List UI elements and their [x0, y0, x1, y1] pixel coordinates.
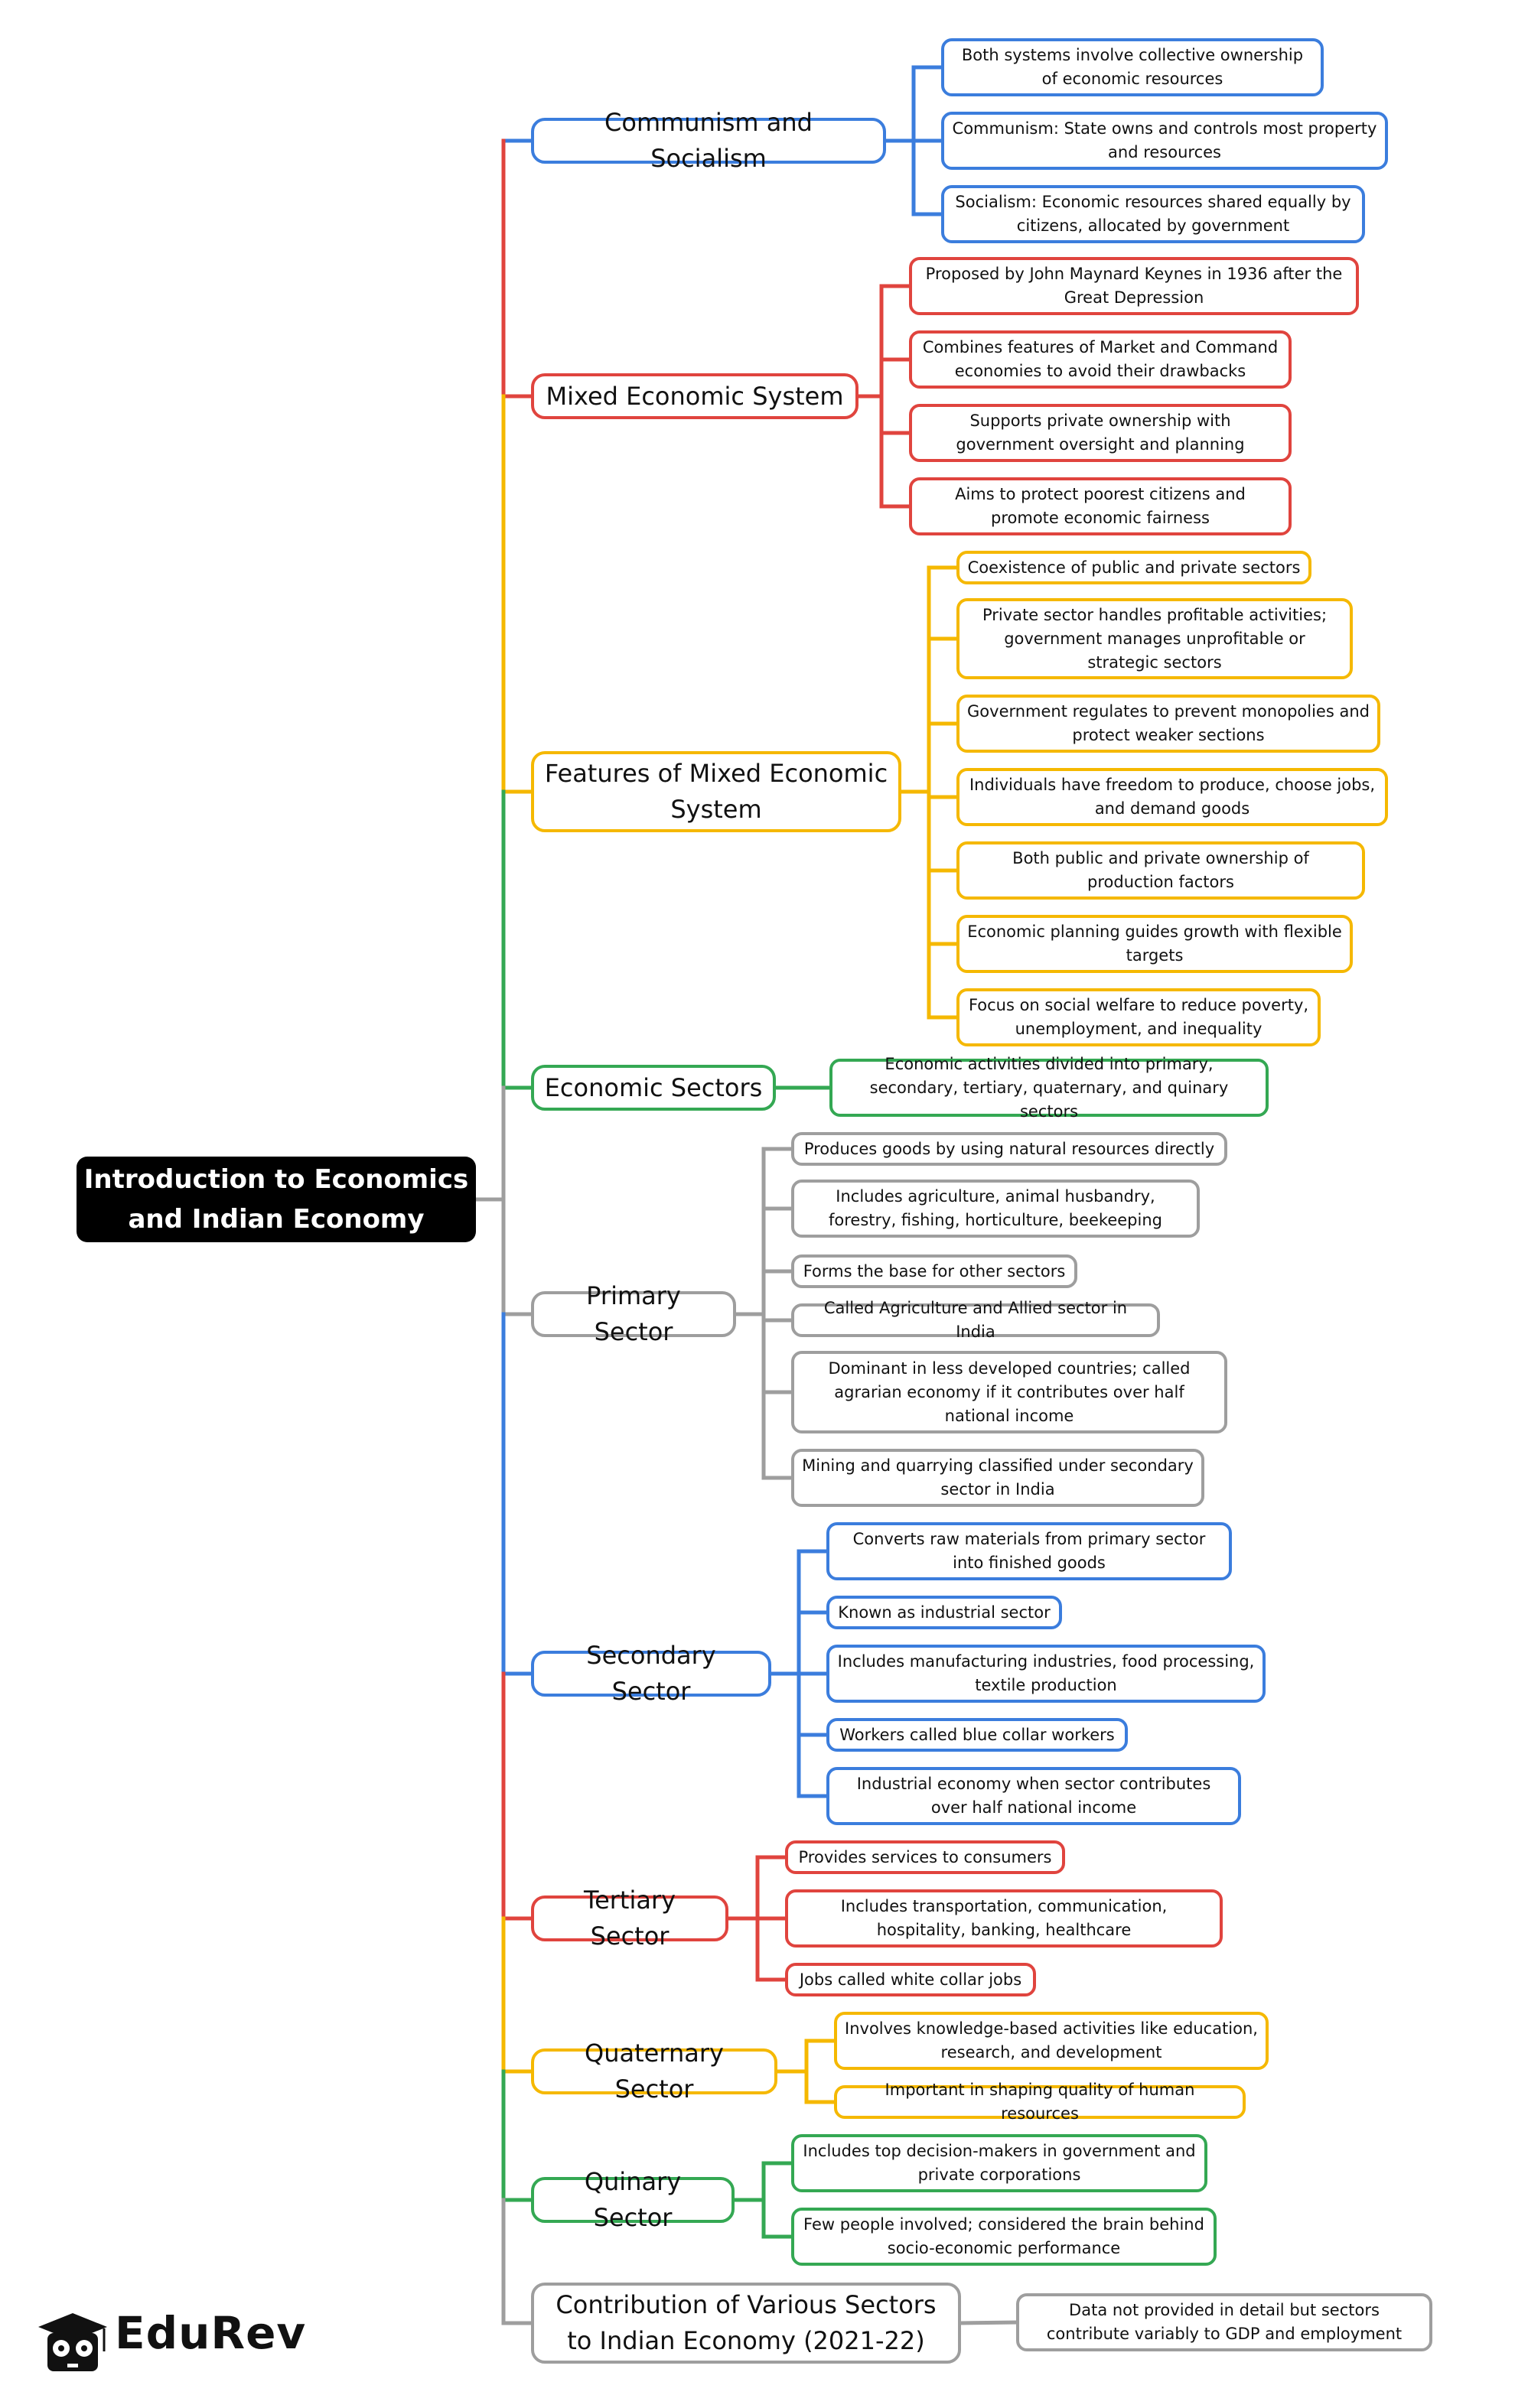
leaf-node: Economic activities divided into primary…	[829, 1055, 1269, 1121]
leaf-node: Includes top decision-makers in governme…	[791, 2134, 1207, 2192]
leaf-node: Workers called blue collar workers	[826, 1718, 1128, 1752]
branch-label: Primary Sector	[586, 1281, 681, 1346]
leaf-node: Called Agriculture and Allied sector in …	[791, 1299, 1160, 1341]
root-topic: Introduction to Economics and Indian Eco…	[77, 1157, 476, 1242]
branch-label: Communism and Socialism	[604, 108, 813, 173]
leaf-node: Both systems involve collective ownershi…	[941, 38, 1324, 96]
branch-quaternary-sector[interactable]: Quaternary Sector	[531, 2039, 777, 2104]
leaf-node: Proposed by John Maynard Keynes in 1936 …	[909, 257, 1359, 315]
branch-label: Quaternary Sector	[585, 2039, 724, 2104]
leaf-node: Includes agriculture, animal husbandry, …	[791, 1180, 1200, 1238]
leaf-node: Important in shaping quality of human re…	[834, 2081, 1246, 2123]
branch-label: Contribution of Various Sectors to India…	[556, 2290, 937, 2355]
branch-communism-socialism[interactable]: Communism and Socialism	[531, 108, 886, 173]
leaf-node: Focus on social welfare to reduce povert…	[956, 988, 1321, 1046]
branch-quinary-sector[interactable]: Quinary Sector	[531, 2167, 735, 2232]
branch-contribution-sectors[interactable]: Contribution of Various Sectors to India…	[531, 2283, 961, 2364]
root-title: Introduction to Economics and Indian Eco…	[83, 1164, 469, 1235]
brand-name: EduRev	[115, 2307, 307, 2359]
leaf-node: Includes manufacturing industries, food …	[826, 1645, 1266, 1703]
leaf-node: Dominant in less developed countries; ca…	[791, 1351, 1227, 1433]
leaf-node: Forms the base for other sectors	[791, 1254, 1077, 1288]
connector-line	[959, 2320, 1018, 2325]
branch-label: Secondary Sector	[586, 1641, 716, 1706]
branch-economic-sectors[interactable]: Economic Sectors	[531, 1065, 776, 1111]
branch-secondary-sector[interactable]: Secondary Sector	[531, 1641, 771, 1706]
branch-label: Economic Sectors	[544, 1072, 763, 1102]
leaf-node: Few people involved; considered the brai…	[791, 2208, 1217, 2266]
leaf-node: Individuals have freedom to produce, cho…	[956, 768, 1388, 826]
leaf-node: Supports private ownership with governme…	[909, 404, 1292, 462]
branch-tertiary-sector[interactable]: Tertiary Sector	[531, 1886, 728, 1951]
branch-label: Quinary Sector	[584, 2167, 682, 2232]
leaf-node: Communism: State owns and controls most …	[941, 112, 1388, 170]
edurev-logo	[38, 2313, 107, 2371]
leaf-node: Both public and private ownership of pro…	[956, 841, 1365, 900]
leaf-node: Produces goods by using natural resource…	[791, 1132, 1227, 1166]
branch-label: Mixed Economic System	[546, 381, 844, 411]
leaf-node: Known as industrial sector	[826, 1596, 1062, 1629]
leaf-node: Mining and quarrying classified under se…	[791, 1449, 1204, 1507]
leaf-node: Provides services to consumers	[785, 1840, 1065, 1874]
leaf-node: Coexistence of public and private sector…	[956, 551, 1311, 584]
branch-features-mixed-economy[interactable]: Features of Mixed Economic System	[531, 751, 901, 832]
leaf-node: Data not provided in detail but sectors …	[1016, 2293, 1432, 2351]
leaf-node: Economic planning guides growth with fle…	[956, 915, 1353, 973]
leaf-node: Aims to protect poorest citizens and pro…	[909, 477, 1292, 535]
leaf-node: Industrial economy when sector contribut…	[826, 1767, 1241, 1825]
leaf-node: Jobs called white collar jobs	[785, 1963, 1036, 1996]
leaf-node: Converts raw materials from primary sect…	[826, 1522, 1232, 1580]
leaf-node: Combines features of Market and Command …	[909, 330, 1292, 389]
branch-mixed-economic-system[interactable]: Mixed Economic System	[531, 373, 858, 419]
leaf-node: Private sector handles profitable activi…	[956, 598, 1353, 679]
leaf-node: Socialism: Economic resources shared equ…	[941, 185, 1365, 243]
branch-label: Tertiary Sector	[583, 1886, 676, 1951]
leaf-node: Government regulates to prevent monopoli…	[956, 695, 1380, 753]
branch-primary-sector[interactable]: Primary Sector	[531, 1281, 736, 1346]
leaf-node: Involves knowledge-based activities like…	[834, 2012, 1269, 2070]
graduation-cap-icon	[38, 2313, 107, 2371]
branch-label: Features of Mixed Economic System	[544, 759, 888, 824]
leaf-node: Includes transportation, communication, …	[785, 1889, 1223, 1948]
